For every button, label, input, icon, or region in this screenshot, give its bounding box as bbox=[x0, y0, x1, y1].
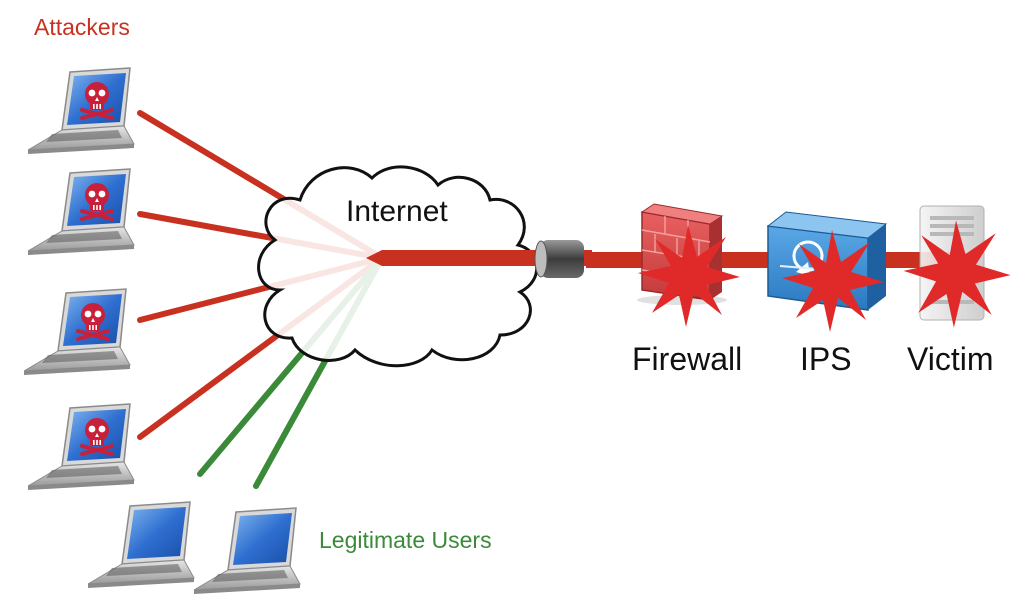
internet-label: Internet bbox=[346, 195, 448, 228]
legitimate-users-label: Legitimate Users bbox=[319, 527, 492, 553]
attackers-label: Attackers bbox=[34, 14, 130, 40]
cloud-icon bbox=[257, 165, 539, 368]
pipe-connector-icon bbox=[534, 240, 584, 278]
firewall-label: Firewall bbox=[632, 341, 743, 377]
skull-laptop-icon bbox=[27, 168, 135, 256]
skull-laptop-icon bbox=[23, 288, 131, 376]
ips-label: IPS bbox=[800, 341, 852, 377]
skull-laptop-icon bbox=[27, 403, 135, 491]
laptop-icon bbox=[87, 501, 195, 589]
skull-laptop-icon bbox=[27, 67, 135, 155]
laptop-icon bbox=[193, 507, 301, 595]
victim-label: Victim bbox=[907, 341, 994, 377]
